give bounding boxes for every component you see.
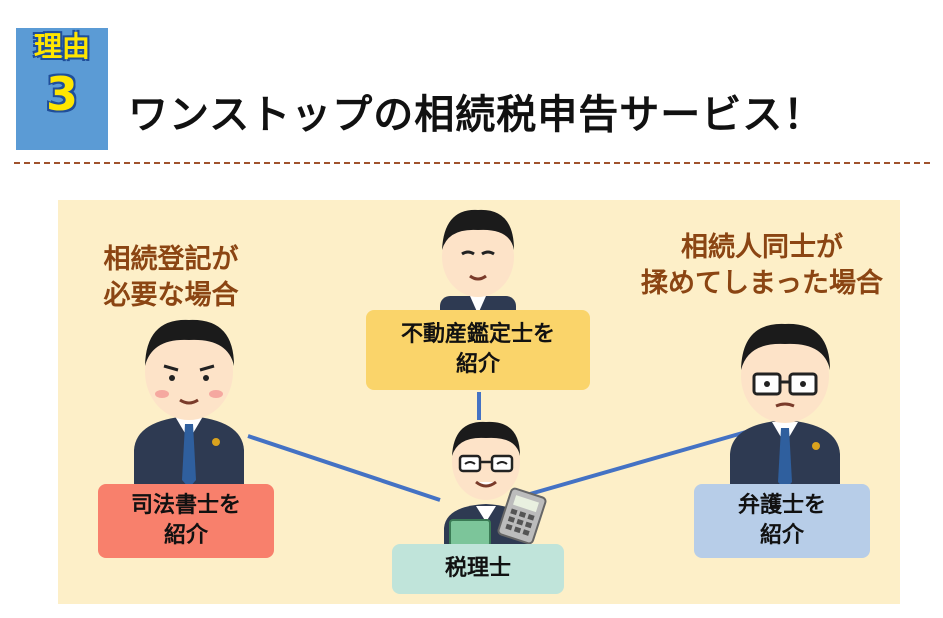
page-title: ワンストップの相続税申告サービス！ <box>128 92 825 138</box>
note-left: 相続登記が 必要な場合 <box>86 242 256 314</box>
note-left-line-2: 必要な場合 <box>103 280 239 311</box>
lawyer-person-illustration <box>730 323 840 492</box>
appraiser-box: 不動産鑑定士を 紹介 <box>366 310 590 390</box>
scrivener-box-line-1: 司法書士を <box>130 493 241 518</box>
appraiser-box-line-1: 不動産鑑定士を <box>400 322 555 347</box>
line-scrivener-to-tax <box>247 434 441 502</box>
note-left-line-1: 相続登記が <box>103 244 239 275</box>
dashed-divider <box>14 162 930 164</box>
tax-accountant-box-label: 税理士 <box>444 556 511 581</box>
note-right-line-1: 相続人同士が <box>681 232 843 263</box>
tax-accountant-box: 税理士 <box>392 544 564 594</box>
reason-badge-label: 理由 <box>33 30 90 63</box>
reason-badge <box>16 28 108 150</box>
note-right-line-2: 揉めてしまった場合 <box>641 268 883 299</box>
lawyer-box-line-2: 紹介 <box>759 523 804 548</box>
appraiser-person-illustration <box>440 209 516 318</box>
line-lawyer-to-tax <box>515 430 747 500</box>
lawyer-box: 弁護士を 紹介 <box>694 484 870 558</box>
scrivener-person-illustration <box>134 319 244 490</box>
scrivener-box-line-2: 紹介 <box>163 523 208 548</box>
tax-accountant-person-illustration <box>444 421 547 552</box>
lawyer-box-line-1: 弁護士を <box>737 493 826 518</box>
reason-badge-number: 3 <box>45 67 78 121</box>
note-right: 相続人同士が 揉めてしまった場合 <box>630 230 894 302</box>
scrivener-box: 司法書士を 紹介 <box>98 484 274 558</box>
appraiser-box-line-2: 紹介 <box>455 352 500 377</box>
